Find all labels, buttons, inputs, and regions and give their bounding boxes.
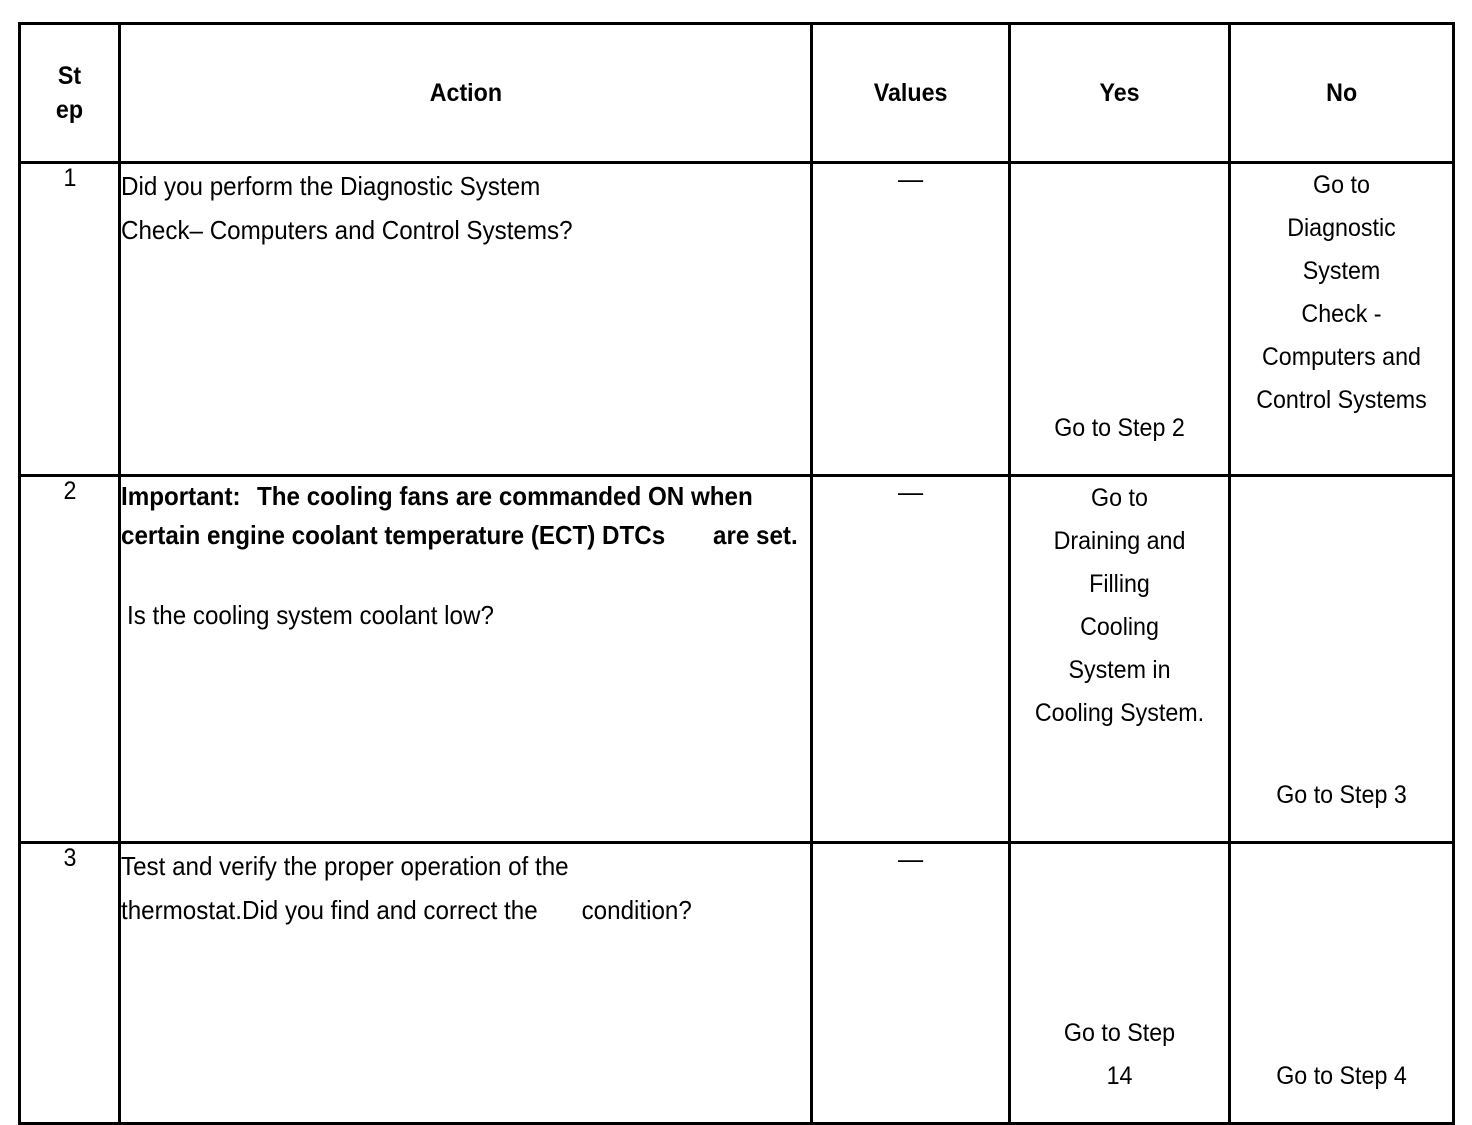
action-question-block: Is the cooling system coolant low? bbox=[121, 593, 810, 637]
page-root: St ep Action Values Yes No bbox=[18, 22, 1455, 1125]
action-line: condition? bbox=[581, 895, 693, 926]
values-dash: — bbox=[897, 844, 924, 874]
yes-branch-cell: Go to Draining and Filling Cooling Syste… bbox=[1008, 474, 1231, 844]
yes-branch-line: Go to bbox=[1091, 484, 1148, 512]
action-bold-line: The cooling fans are commanded ON when bbox=[256, 481, 753, 511]
action-bold-line: are set. bbox=[713, 520, 799, 550]
action-cell: Important: The cooling fans are commande… bbox=[118, 474, 813, 844]
no-branch-cell: Go to Diagnostic System Check - Computer… bbox=[1228, 161, 1455, 477]
header-action-label: Action bbox=[429, 79, 502, 107]
table-header-row: St ep Action Values Yes No bbox=[18, 22, 1455, 164]
yes-branch-line: 14 bbox=[1106, 1062, 1133, 1090]
action-text-block: Test and verify the proper operation of … bbox=[121, 844, 810, 932]
values-cell: — bbox=[810, 841, 1011, 1125]
action-important-block: Important: The cooling fans are commande… bbox=[121, 477, 810, 555]
action-cell: Did you perform the Diagnostic System Ch… bbox=[118, 161, 813, 477]
action-line: Check– Computers and Control Systems? bbox=[121, 215, 573, 246]
diagnostic-procedure-table: St ep Action Values Yes No bbox=[18, 22, 1455, 1125]
values-dash: — bbox=[897, 477, 924, 507]
no-branch-line: Check - bbox=[1301, 300, 1382, 328]
action-line: Is the cooling system coolant low? bbox=[127, 600, 494, 630]
yes-branch-line: Cooling System. bbox=[1034, 699, 1205, 727]
values-dash: — bbox=[897, 164, 924, 194]
no-branch-line: Go to bbox=[1313, 171, 1370, 199]
yes-branch-line: Cooling bbox=[1080, 613, 1159, 641]
yes-branch-line: Draining and bbox=[1053, 527, 1186, 555]
yes-branch-line: System in bbox=[1068, 656, 1171, 684]
header-step-line1: St bbox=[57, 62, 82, 90]
values-cell: — bbox=[810, 474, 1011, 844]
action-spacer bbox=[121, 555, 810, 593]
action-line: Test and verify the proper operation of … bbox=[121, 851, 569, 881]
no-branch-cell: Go to Step 3 bbox=[1228, 474, 1455, 844]
no-branch-line: Go to Step 4 bbox=[1276, 1062, 1407, 1090]
no-branch-line: System bbox=[1302, 257, 1381, 285]
no-branch-line: Computers and bbox=[1262, 343, 1421, 371]
yes-branch-cell: Go to Step 14 bbox=[1008, 841, 1231, 1125]
table-row: 3 Test and verify the proper operation o… bbox=[18, 841, 1455, 1125]
header-step-line2: ep bbox=[55, 96, 84, 124]
header-cell-no: No bbox=[1228, 22, 1455, 164]
step-number: 2 bbox=[63, 477, 76, 505]
header-cell-action: Action bbox=[118, 22, 813, 164]
header-values-label: Values bbox=[873, 79, 948, 107]
action-cell: Test and verify the proper operation of … bbox=[118, 841, 813, 1125]
header-cell-values: Values bbox=[810, 22, 1011, 164]
table-row: 2 Important: The cooling fans are comman… bbox=[18, 474, 1455, 844]
header-no-label: No bbox=[1325, 79, 1357, 107]
no-branch-cell: Go to Step 4 bbox=[1228, 841, 1455, 1125]
action-line: Did you perform the Diagnostic System bbox=[121, 171, 541, 201]
step-number-cell: 3 bbox=[18, 841, 121, 1125]
action-line: thermostat.Did you find and correct the bbox=[121, 895, 538, 926]
table-row: 1 Did you perform the Diagnostic System … bbox=[18, 161, 1455, 477]
step-number: 3 bbox=[63, 844, 76, 872]
header-yes-label: Yes bbox=[1099, 79, 1140, 107]
header-cell-yes: Yes bbox=[1008, 22, 1231, 164]
header-cell-step: St ep bbox=[18, 22, 121, 164]
values-cell: — bbox=[810, 161, 1011, 477]
yes-branch-line: Go to Step 2 bbox=[1054, 414, 1185, 442]
yes-branch-line: Go to Step bbox=[1063, 1019, 1176, 1047]
action-important-label: Important: bbox=[121, 481, 241, 511]
yes-branch-line: Filling bbox=[1089, 570, 1150, 598]
no-branch-line: Control Systems bbox=[1256, 386, 1427, 414]
no-branch-line: Diagnostic bbox=[1287, 214, 1396, 242]
action-text-block: Did you perform the Diagnostic System Ch… bbox=[121, 164, 810, 252]
yes-branch-cell: Go to Step 2 bbox=[1008, 161, 1231, 477]
step-number-cell: 2 bbox=[18, 474, 121, 844]
step-number-cell: 1 bbox=[18, 161, 121, 477]
action-bold-line: certain engine coolant temperature (ECT)… bbox=[121, 520, 666, 550]
step-number: 1 bbox=[63, 164, 76, 192]
no-branch-line: Go to Step 3 bbox=[1276, 781, 1407, 809]
